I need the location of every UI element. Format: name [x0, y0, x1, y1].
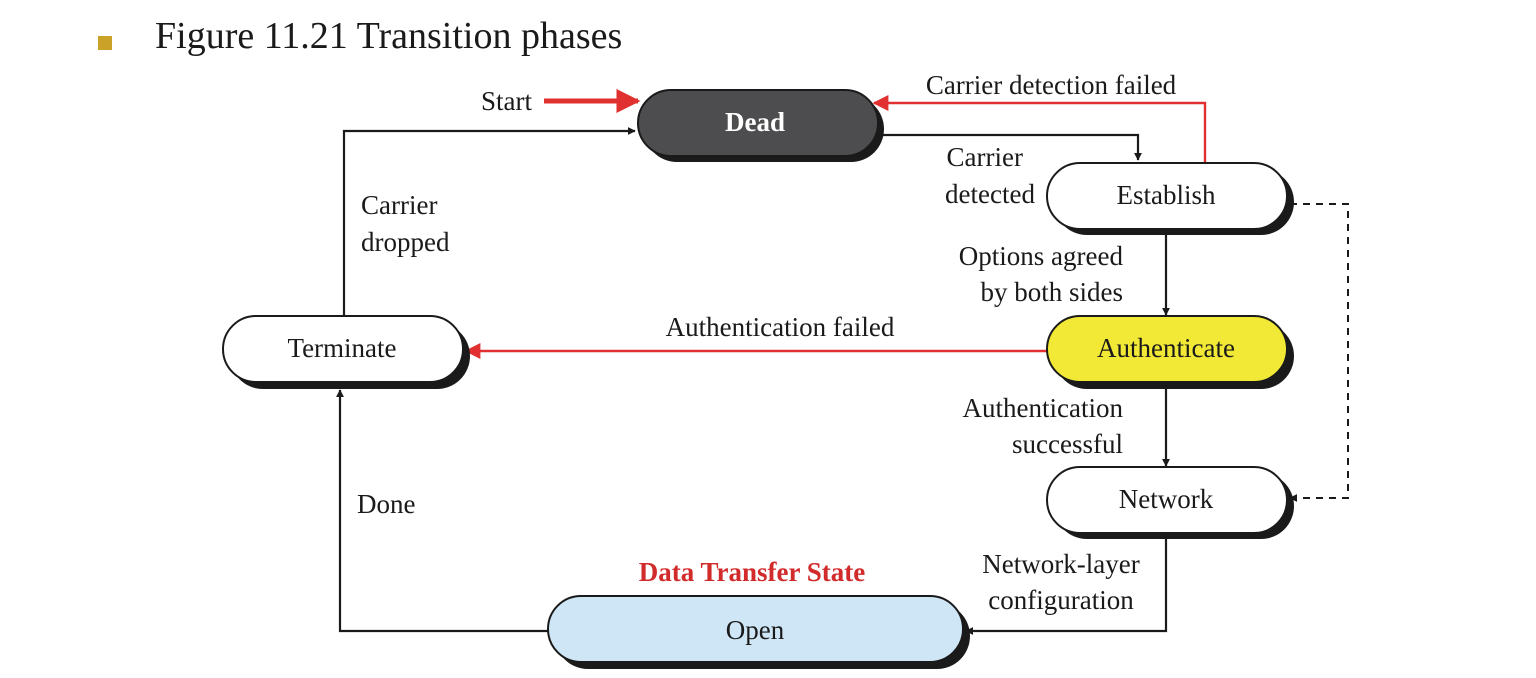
label-carrier-dropped-line1: Carrier — [361, 190, 437, 220]
node-terminate-label: Terminate — [287, 333, 396, 363]
edge-establish-to-dead — [872, 95, 1207, 163]
node-network-label: Network — [1119, 484, 1214, 514]
label-data-transfer-state: Data Transfer State — [639, 557, 865, 587]
edge-establish-to-network-dashed — [1289, 203, 1349, 502]
edge-open-to-terminate — [336, 389, 548, 633]
label-authentication-failed: Authentication failed — [666, 312, 895, 342]
figure-heading: Figure 11.21 Transition phases — [155, 15, 623, 57]
label-carrier-detected-line2: detected — [945, 179, 1035, 209]
label-carrier-detected-line1: Carrier — [947, 142, 1023, 172]
node-terminate: Terminate — [222, 315, 470, 389]
node-authenticate-label: Authenticate — [1097, 333, 1235, 363]
label-start: Start — [481, 86, 532, 116]
edge-network-to-open — [965, 537, 1168, 635]
label-options-agreed-line1: Options agreed — [959, 241, 1124, 271]
edge-dead-to-establish — [878, 133, 1142, 161]
label-carrier-dropped-line2: dropped — [361, 227, 450, 257]
label-carrier-detection-failed: Carrier detection failed — [926, 70, 1177, 100]
node-dead-label: Dead — [725, 107, 785, 137]
label-network-layer-line1: Network-layer — [982, 549, 1139, 579]
node-open: Open — [547, 595, 970, 669]
label-network-layer-line2: configuration — [988, 585, 1134, 615]
heading-bullet — [98, 36, 112, 50]
node-establish: Establish — [1046, 162, 1294, 235]
label-options-agreed-line2: by both sides — [980, 277, 1123, 307]
node-establish-label: Establish — [1117, 180, 1216, 210]
node-authenticate: Authenticate — [1046, 315, 1294, 389]
node-dead: Dead — [637, 89, 884, 162]
label-done: Done — [357, 489, 415, 519]
edge-terminate-to-dead — [342, 127, 636, 316]
label-authentication-successful-line1: Authentication — [963, 393, 1124, 423]
node-network: Network — [1046, 466, 1294, 539]
node-open-label: Open — [726, 615, 785, 645]
label-authentication-successful-line2: successful — [1012, 429, 1123, 459]
